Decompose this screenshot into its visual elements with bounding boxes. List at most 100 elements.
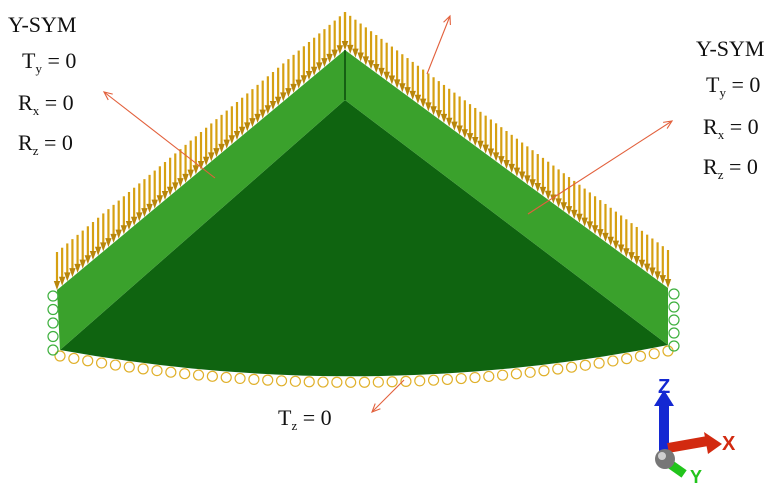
load-arrow-head — [378, 67, 385, 77]
constraint-circle — [68, 352, 80, 365]
subscript: x — [32, 103, 40, 118]
load-arrow-head — [105, 238, 112, 248]
load-arrow-head — [492, 152, 500, 162]
coordinate-triad — [654, 390, 722, 478]
subscript: z — [717, 167, 724, 182]
load-arrow-head — [571, 209, 578, 219]
load-arrow-head — [192, 165, 200, 175]
load-arrow-head — [435, 110, 442, 120]
relation: = 0 — [724, 114, 759, 139]
triad-origin-highlight — [658, 452, 666, 460]
load-arrow-head — [120, 225, 128, 235]
left-bc-title: Y-SYM — [8, 12, 77, 37]
constraint-circle — [47, 330, 59, 343]
load-arrow-head — [409, 90, 416, 100]
symbol: T — [22, 48, 36, 73]
axis-x-shaft — [667, 436, 709, 453]
load-arrow-head — [513, 167, 521, 177]
load-arrow-head — [244, 122, 251, 132]
load-arrow-head — [456, 125, 463, 135]
right-bc-title: Y-SYM — [696, 36, 765, 61]
load-arrow-head — [146, 203, 153, 213]
load-arrow-head — [362, 56, 370, 66]
load-arrow-head — [58, 276, 66, 286]
load-arrow-head — [461, 129, 469, 139]
load-arrow-head — [53, 281, 61, 290]
load-arrow-head — [259, 109, 266, 119]
load-arrow-head — [341, 41, 349, 50]
load-arrow-head — [218, 143, 225, 153]
load-arrow-head — [487, 148, 495, 158]
constraint-circle — [565, 361, 578, 373]
constraint-circle — [262, 374, 274, 386]
load-arrow-head — [352, 48, 359, 58]
constraint-circle — [668, 288, 680, 300]
axis-z-label: Z — [658, 376, 671, 398]
subscript: y — [35, 61, 42, 76]
load-arrow-head — [213, 148, 220, 158]
load-arrow-head — [290, 83, 297, 93]
load-arrow-head — [187, 169, 194, 179]
load-arrow-head — [534, 183, 541, 193]
constraint-circle — [593, 357, 605, 369]
load-arrow-head — [399, 83, 406, 93]
left-bc-ty: Ty = 0 — [22, 48, 76, 76]
constraint-circle — [275, 375, 288, 387]
constraint-circle — [496, 369, 509, 381]
constraint-circle — [524, 366, 536, 378]
constraint-circle — [427, 374, 440, 386]
constraint-circle — [441, 373, 453, 386]
load-arrow-head — [172, 182, 179, 192]
load-arrow-head — [508, 163, 515, 173]
constraint-circle — [455, 372, 467, 385]
load-arrow-head — [249, 118, 256, 128]
axis-x-label: X — [722, 433, 736, 455]
constraint-circle — [634, 350, 647, 362]
plate-left-edge-face — [57, 50, 345, 350]
left-bc-rz: Rz = 0 — [18, 130, 73, 158]
constraint-circle — [648, 348, 660, 360]
load-arrows-left-edge — [53, 12, 349, 290]
load-arrow-head — [607, 236, 614, 246]
constraint-circle — [607, 355, 619, 367]
constraint-circle — [386, 376, 398, 388]
load-arrow-head — [177, 178, 184, 188]
load-arrow-head — [373, 64, 380, 74]
load-arrow-head — [664, 279, 672, 288]
load-arrow-head — [336, 45, 344, 55]
load-arrow-head — [404, 87, 411, 97]
load-arrow-head — [555, 198, 562, 208]
constraint-circle — [47, 317, 59, 329]
axis-y-label: Y — [690, 467, 703, 487]
leader-arrowhead — [443, 14, 451, 26]
load-arrow-head — [151, 199, 158, 209]
leader-line — [103, 91, 216, 179]
constraint-circle — [510, 368, 522, 380]
constraint-circle — [109, 359, 122, 371]
load-arrow-head — [100, 242, 107, 252]
plate-right-edge-face — [345, 50, 668, 345]
right-bc-ty: Ty = 0 — [706, 72, 761, 100]
relation: = 0 — [725, 72, 761, 97]
constraint-circle — [289, 375, 301, 387]
constraint-circle — [538, 365, 550, 377]
load-arrow-head — [628, 252, 635, 262]
load-arrow-head — [451, 121, 458, 131]
constraint-circle — [372, 376, 384, 388]
constraint-circle — [137, 363, 149, 375]
triad-origin — [655, 449, 675, 469]
load-arrow-head — [130, 216, 138, 226]
load-arrow-head — [643, 263, 651, 273]
load-arrows-right-edge — [341, 12, 672, 288]
load-arrow-head — [617, 244, 625, 254]
load-arrow-head — [182, 173, 189, 183]
leader-line — [426, 15, 451, 75]
leader-arrowhead — [102, 91, 113, 101]
relation: = 0 — [38, 130, 73, 155]
load-arrow-head — [393, 79, 401, 89]
load-arrow-head — [440, 113, 448, 123]
constraint-circle — [552, 363, 564, 375]
load-arrow-head — [586, 221, 594, 231]
load-arrow-head — [238, 126, 246, 136]
